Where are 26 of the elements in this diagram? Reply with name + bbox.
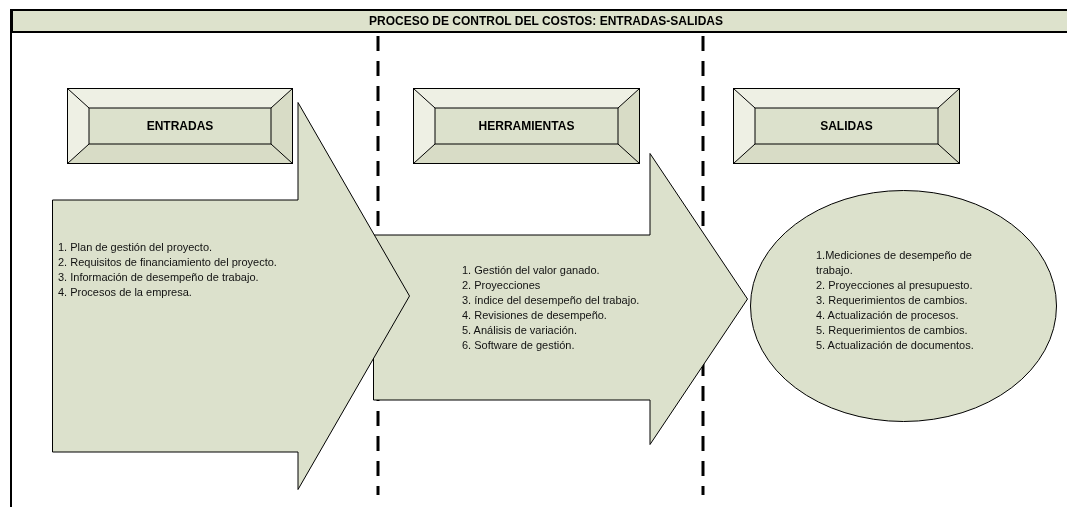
list-item: 4. Revisiones de desempeño. (462, 308, 608, 323)
arrow-shape (373, 153, 748, 445)
list-item: 2. Proyecciones (462, 278, 542, 293)
column-heading: HERRAMIENTAS (477, 118, 576, 134)
list-item: 1. Plan de gestión del proyecto. (58, 240, 214, 255)
list-item: 2. Requisitos de financiamiento del proyecto. (58, 255, 278, 270)
list-item: 4. Actualización de procesos. (816, 308, 960, 323)
column-heading: ENTRADAS (145, 118, 215, 134)
title-bar: PROCESO DE CONTROL DEL COSTOS: ENTRADAS-SALIDAS (11, 9, 1067, 33)
list-item: 6. Software de gestión. (462, 338, 576, 353)
list-item: 3. Requerimientos de cambios. (816, 293, 969, 308)
list-item: 3. índice del desempeño del trabajo. (462, 293, 641, 308)
list-item: 3. Información de desempeño de trabajo. (58, 270, 260, 285)
column-heading: SALIDAS (819, 118, 874, 134)
list-item: 1.Mediciones de desempeño de trabajo. (816, 248, 973, 278)
list-item: 5. Requerimientos de cambios. (816, 323, 969, 338)
list-item: 5. Análisis de variación. (462, 323, 578, 338)
header-box (67, 88, 293, 164)
header-box (733, 88, 960, 164)
list-item: 1. Gestión del valor ganado. (462, 263, 601, 278)
header-box (413, 88, 640, 164)
list-item: 4. Procesos de la empresa. (58, 285, 193, 300)
list-item: 5. Actualización de documentos. (816, 338, 975, 353)
arrow-shape (52, 102, 410, 490)
list-item: 2. Proyecciones al presupuesto. (816, 278, 974, 293)
ellipse-shape (750, 190, 1057, 422)
